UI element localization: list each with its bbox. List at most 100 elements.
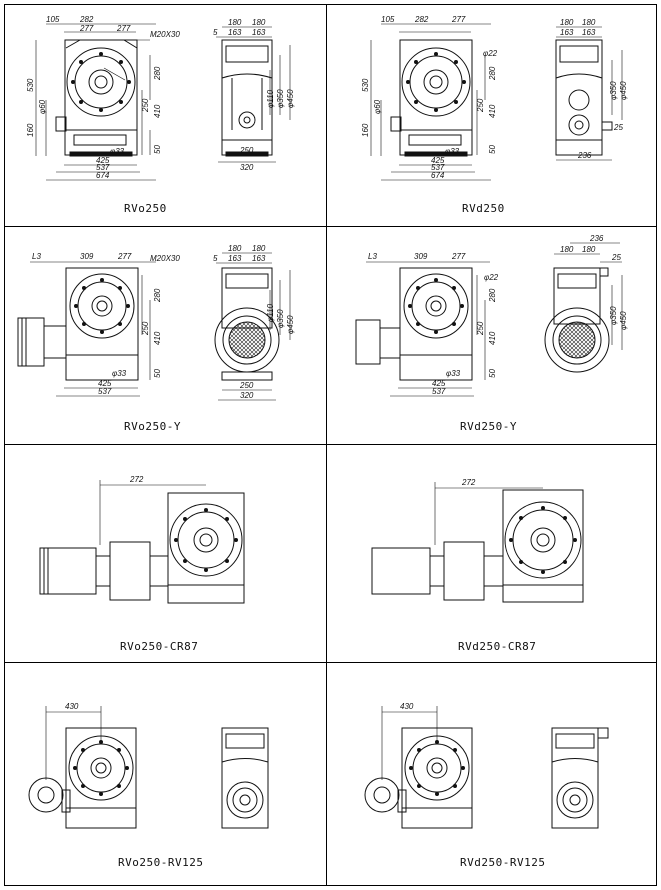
- dim-250-side: 250: [239, 381, 254, 390]
- dim-d110: φ110: [266, 89, 275, 108]
- side-view: [214, 267, 280, 381]
- panel-rvd250-cr87: 272 RVd250-CR87: [371, 478, 584, 653]
- dim-280: 280: [153, 288, 162, 303]
- dim-280: 280: [488, 66, 497, 81]
- table-grid: [4, 4, 657, 886]
- side-dimension-lines: [216, 252, 291, 401]
- panel-caption: RVo250-Y: [124, 420, 181, 433]
- dim-180-a: 180: [560, 18, 574, 27]
- panel-caption: RVd250: [462, 202, 505, 215]
- front-view: [17, 267, 139, 381]
- dim-50: 50: [488, 145, 497, 154]
- dim-105: 105: [46, 15, 60, 24]
- dim-320: 320: [240, 391, 254, 400]
- dim-163-a: 163: [228, 254, 242, 263]
- dim-d350: φ350: [609, 306, 618, 325]
- assembly-view: [39, 492, 245, 604]
- dim-163-a: 163: [228, 28, 242, 37]
- side-view: [555, 39, 613, 156]
- dim-425: 425: [98, 379, 112, 388]
- dim-537: 537: [431, 163, 445, 172]
- panel-rvo250-cr87: 272 RVo250-CR87: [39, 475, 245, 653]
- dim-160: 160: [26, 123, 35, 137]
- dim-309: 309: [80, 252, 94, 261]
- dim-309: 309: [414, 252, 428, 261]
- dim-537: 537: [96, 163, 110, 172]
- dim-280: 280: [488, 288, 497, 303]
- dim-410: 410: [488, 104, 497, 118]
- dim-d350: φ350: [276, 309, 285, 328]
- dim-163-b: 163: [582, 28, 596, 37]
- dim-d33: φ33: [112, 369, 127, 378]
- front-view: [390, 39, 473, 157]
- dim-250: 250: [476, 98, 485, 113]
- panel-caption: RVd250-CR87: [458, 640, 536, 653]
- dim-674: 674: [431, 171, 445, 180]
- dim-236: 236: [577, 151, 592, 160]
- dim-530: 530: [26, 78, 35, 92]
- side-dimension-lines: [216, 26, 291, 163]
- dim-277: 277: [451, 252, 466, 261]
- side-view: [544, 267, 610, 373]
- dim-105: 105: [381, 15, 395, 24]
- panel-rvo250: 105 282 277 277 M20X30 530 280 250 410 1…: [26, 15, 295, 215]
- dim-d33: φ33: [445, 147, 460, 156]
- dim-160: 160: [361, 123, 370, 137]
- dim-277: 277: [117, 252, 132, 261]
- side-dimension-lines: [554, 242, 623, 350]
- panel-rvo250-y: L3 309 277 M20X30 280 250 410 50 φ33 425…: [17, 244, 295, 433]
- dim-430: 430: [65, 702, 79, 711]
- panel-rvo250-rv125: 430 RVo250-RV125: [28, 702, 269, 869]
- side-view: [221, 39, 273, 157]
- dim-537: 537: [98, 387, 112, 396]
- dim-425: 425: [432, 379, 446, 388]
- panel-rvd250-rv125: 430 RVd250-RV125: [364, 702, 609, 869]
- dim-410: 410: [488, 331, 497, 345]
- dim-d450: φ450: [286, 89, 295, 108]
- dim-250: 250: [476, 321, 485, 336]
- side-view: [551, 727, 609, 829]
- panel-caption: RVd250-RV125: [460, 856, 545, 869]
- dim-d22: φ22: [484, 273, 499, 282]
- dim-272: 272: [129, 475, 144, 484]
- panel-caption: RVo250-CR87: [120, 640, 198, 653]
- front-view: [28, 727, 137, 829]
- dim-250-side: 250: [239, 146, 254, 155]
- front-view: [55, 39, 138, 157]
- front-view: [355, 267, 473, 381]
- dim-d60: φ60: [38, 99, 47, 114]
- dim-25: 25: [613, 123, 623, 132]
- dim-180-b: 180: [582, 245, 596, 254]
- dimension-lines: [45, 706, 102, 780]
- dim-thread: M20X30: [150, 30, 180, 39]
- dimension-lines: [30, 261, 156, 397]
- dim-5: 5: [213, 28, 218, 37]
- dim-L3: L3: [368, 252, 377, 261]
- dim-236: 236: [589, 234, 604, 243]
- dim-d22: φ22: [483, 49, 498, 58]
- dim-50: 50: [153, 145, 162, 154]
- dim-d450: φ450: [286, 315, 295, 334]
- assembly-view: [371, 489, 584, 603]
- dim-425: 425: [96, 156, 110, 165]
- dim-430: 430: [400, 702, 414, 711]
- dim-163-b: 163: [252, 28, 266, 37]
- dim-272: 272: [461, 478, 476, 487]
- dim-d110: φ110: [266, 303, 275, 322]
- dimension-lines: [99, 480, 206, 545]
- dim-537: 537: [432, 387, 446, 396]
- dim-280: 280: [153, 66, 162, 81]
- dim-425: 425: [431, 156, 445, 165]
- dim-277-a: 277: [79, 24, 94, 33]
- dim-410: 410: [153, 104, 162, 118]
- dim-163-a: 163: [560, 28, 574, 37]
- panel-rvd250: 105 282 277 φ22 530 280 250 410 160 φ60 …: [361, 15, 628, 215]
- panel-caption: RVo250: [124, 202, 167, 215]
- side-view: [221, 727, 269, 829]
- dimension-lines: [35, 23, 156, 181]
- dim-L3: L3: [32, 252, 41, 261]
- front-view: [364, 727, 473, 829]
- dim-277-b: 277: [116, 24, 131, 33]
- dim-250: 250: [141, 321, 150, 336]
- dim-250: 250: [141, 98, 150, 113]
